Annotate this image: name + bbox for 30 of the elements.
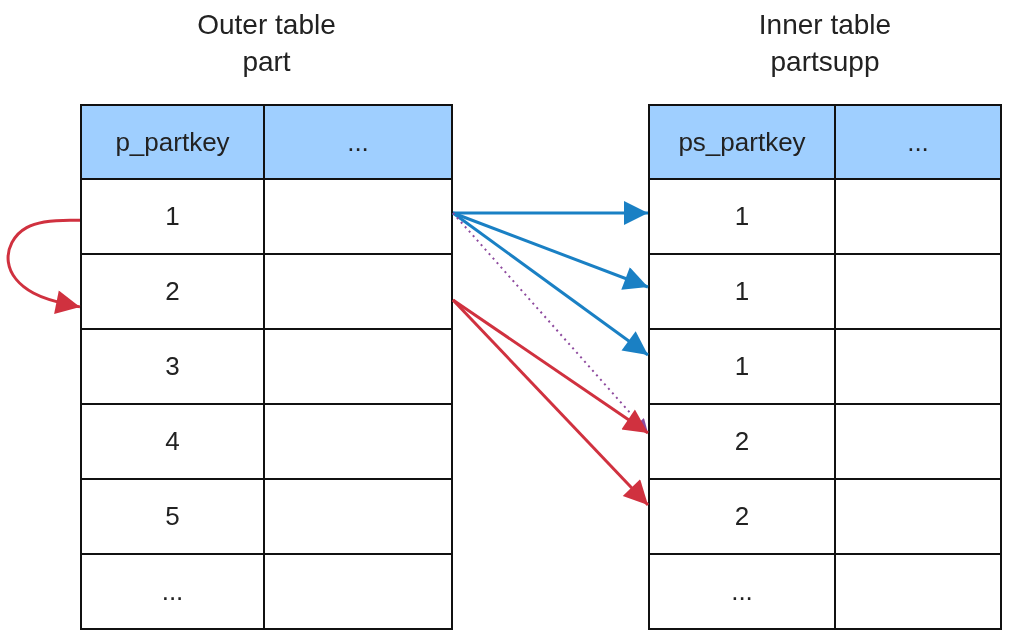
cell-value: 5: [165, 501, 180, 532]
arrow: [451, 298, 650, 507]
header-cell: [834, 104, 1002, 180]
header-cell: [648, 104, 836, 180]
arrow: [452, 298, 649, 435]
cell-value: ...: [161, 576, 184, 607]
arrow: [452, 211, 649, 290]
cell-value: 1: [734, 276, 750, 307]
arrow: [452, 211, 649, 357]
cell-value: 1: [165, 201, 180, 232]
table-cell: [80, 553, 265, 630]
column-header: ps_partkey: [678, 126, 806, 158]
cell-value: 3: [165, 351, 180, 382]
column-header: ...: [347, 126, 369, 158]
cell-value: 2: [734, 501, 750, 532]
cell-value: 4: [165, 426, 180, 457]
arrow: [453, 201, 648, 225]
curved-arrow: [6, 218, 81, 314]
column-header: ...: [907, 126, 929, 158]
cell-value: 1: [734, 201, 750, 232]
table-cell: [648, 553, 836, 630]
cell-value: ...: [731, 576, 753, 607]
column-header: p_partkey: [115, 126, 230, 158]
cell-value: 2: [734, 426, 750, 457]
header-cell: [263, 104, 453, 180]
table-heading: Outer table part: [196, 8, 337, 79]
table-heading: Inner table partsupp: [757, 8, 893, 79]
cell-value: 2: [165, 276, 180, 307]
header-cell: [80, 104, 265, 180]
cell-value: 1: [734, 351, 750, 382]
